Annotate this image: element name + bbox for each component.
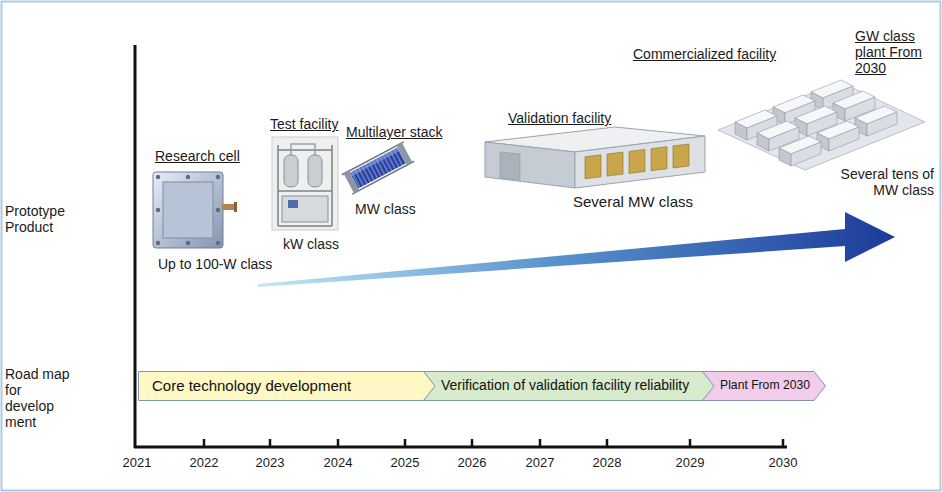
phase-chevron: Plant From 2030 [702,371,826,401]
frame-bar [277,145,279,226]
cell-pipe [222,204,235,210]
bolt [186,175,190,179]
chevron-outline [139,372,436,401]
validation-facility-picture [485,127,705,188]
commercial-plant-picture [718,80,925,170]
tick [404,439,407,447]
cell-plate [153,172,223,248]
year-label: 2024 [324,456,353,471]
year-label: 2025 [391,456,420,471]
stage-title: GW class plant From 2030 [855,28,927,76]
facility-background [272,137,338,230]
axis-label: Prototype Product [5,203,85,235]
year-label: 2021 [123,456,152,471]
cell-window [163,182,213,238]
stack-body [350,147,406,188]
module [607,152,623,176]
tick [689,439,692,447]
year-label: 2030 [769,456,798,471]
chevron-text-holder: Verification of validation facility reli… [441,371,699,401]
bolt [216,175,220,179]
electrolyser-modules [585,144,689,179]
year-label: 2027 [526,456,555,471]
container-block [817,121,859,151]
module [585,155,601,179]
bolt [186,241,190,245]
tick [471,439,474,447]
multilayer-stack-picture [342,142,414,194]
container-block [855,106,897,136]
tank [284,155,298,187]
capacity-label: Several MW class [573,193,693,210]
progress-arrow [258,212,895,287]
end-plate [344,171,360,193]
facility-frame [278,145,332,226]
bolt [156,175,160,179]
tick [539,439,542,447]
capacity-label: MW class [355,201,416,217]
year-label: 2028 [593,456,622,471]
research-cell-picture [153,172,237,248]
tick [606,439,609,447]
year-label: 2029 [676,456,705,471]
container-end [485,142,575,188]
container-door [500,152,520,180]
control-panel [288,200,298,208]
tick [782,439,785,447]
phase-chevron: Verification of validation facility reli… [423,371,715,401]
chevron-text-holder: Plant From 2030 [720,371,810,401]
axis-label: Road map for develop ment [5,366,71,430]
stack-highlight [350,147,400,176]
year-label: 2023 [256,456,285,471]
tick [203,439,206,447]
pipe [291,144,315,155]
stage-title: Validation facility [508,110,611,126]
end-plate [397,143,413,165]
module [629,149,645,173]
cell-pipe-end [234,202,237,212]
phase-chevron: Core technology development [138,371,436,401]
chevron-outline [424,372,715,401]
tick [269,439,272,447]
container-block [779,136,821,166]
y-axis [134,45,137,448]
year-label: 2022 [190,456,219,471]
container-side [575,136,705,188]
bolt [216,241,220,245]
chevron-outline [703,372,826,401]
tick [337,439,340,447]
module [673,144,689,168]
cell-bolts [156,175,220,245]
bolt [156,208,160,212]
axis-ticks [204,439,783,447]
bolt [216,208,220,212]
phase-text: Plant From 2030 [720,379,810,392]
frame-bar [278,225,332,227]
capacity-label: kW class [283,236,339,252]
control-unit [282,196,328,222]
stage-title: Test facility [270,116,338,132]
chevron-text-holder: Core technology development [152,371,420,401]
frame-bar [331,145,333,226]
module [651,147,667,171]
capacity-label: Several tens of MW class [824,166,934,198]
frame-bar [278,190,332,192]
stage-title: Research cell [155,148,240,164]
phase-text: Verification of validation facility reli… [441,378,689,393]
frame-bar [278,149,332,151]
year-label: 2026 [458,456,487,471]
stage-title: Commercialized facility [633,46,776,62]
capacity-label: Up to 100-W class [158,256,272,272]
phase-text: Core technology development [152,378,351,395]
tank [308,155,322,187]
bolt [156,241,160,245]
test-facility-picture [272,137,338,230]
stage-title: Multilayer stack [346,124,442,140]
